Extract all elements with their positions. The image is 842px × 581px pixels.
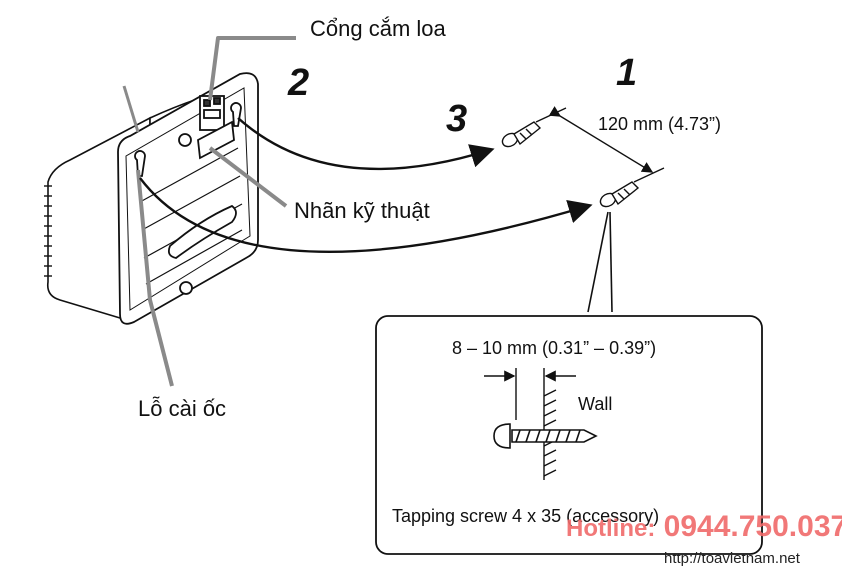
wall-section xyxy=(543,389,557,480)
step-3-number: 3 xyxy=(446,98,468,140)
hotline-label: Hotline: xyxy=(566,515,656,542)
mounting-arrows xyxy=(139,117,593,254)
speaker-back-plate xyxy=(117,72,259,325)
protrusion-dimension xyxy=(484,368,576,420)
hotline-watermark: Hotline: 0944.750.037 xyxy=(566,510,842,544)
speaker-port-label: Cổng cắm loa xyxy=(310,16,446,41)
spacing-dimension xyxy=(535,106,665,183)
wall-label: Wall xyxy=(578,394,613,414)
screw-hole-label: Lỗ cài ốc xyxy=(138,396,227,421)
screw-top xyxy=(501,121,542,148)
detail-screw xyxy=(493,423,598,449)
step-1-number: 1 xyxy=(616,52,638,94)
tapping-screw-label: Tapping screw 4 x 35 (accessory) xyxy=(392,506,660,526)
screw-spacing-label: 120 mm (4.73”) xyxy=(598,114,722,134)
step-2-number: 2 xyxy=(288,62,310,104)
screw-bottom xyxy=(599,181,640,208)
technical-label-label: Nhãn kỹ thuật xyxy=(294,198,430,223)
hotline-number: 0944.750.037 xyxy=(663,510,842,543)
screw-protrusion-label: 8 – 10 mm (0.31” – 0.39”) xyxy=(452,338,657,358)
website-url[interactable]: http://toavietnam.net xyxy=(664,550,800,567)
